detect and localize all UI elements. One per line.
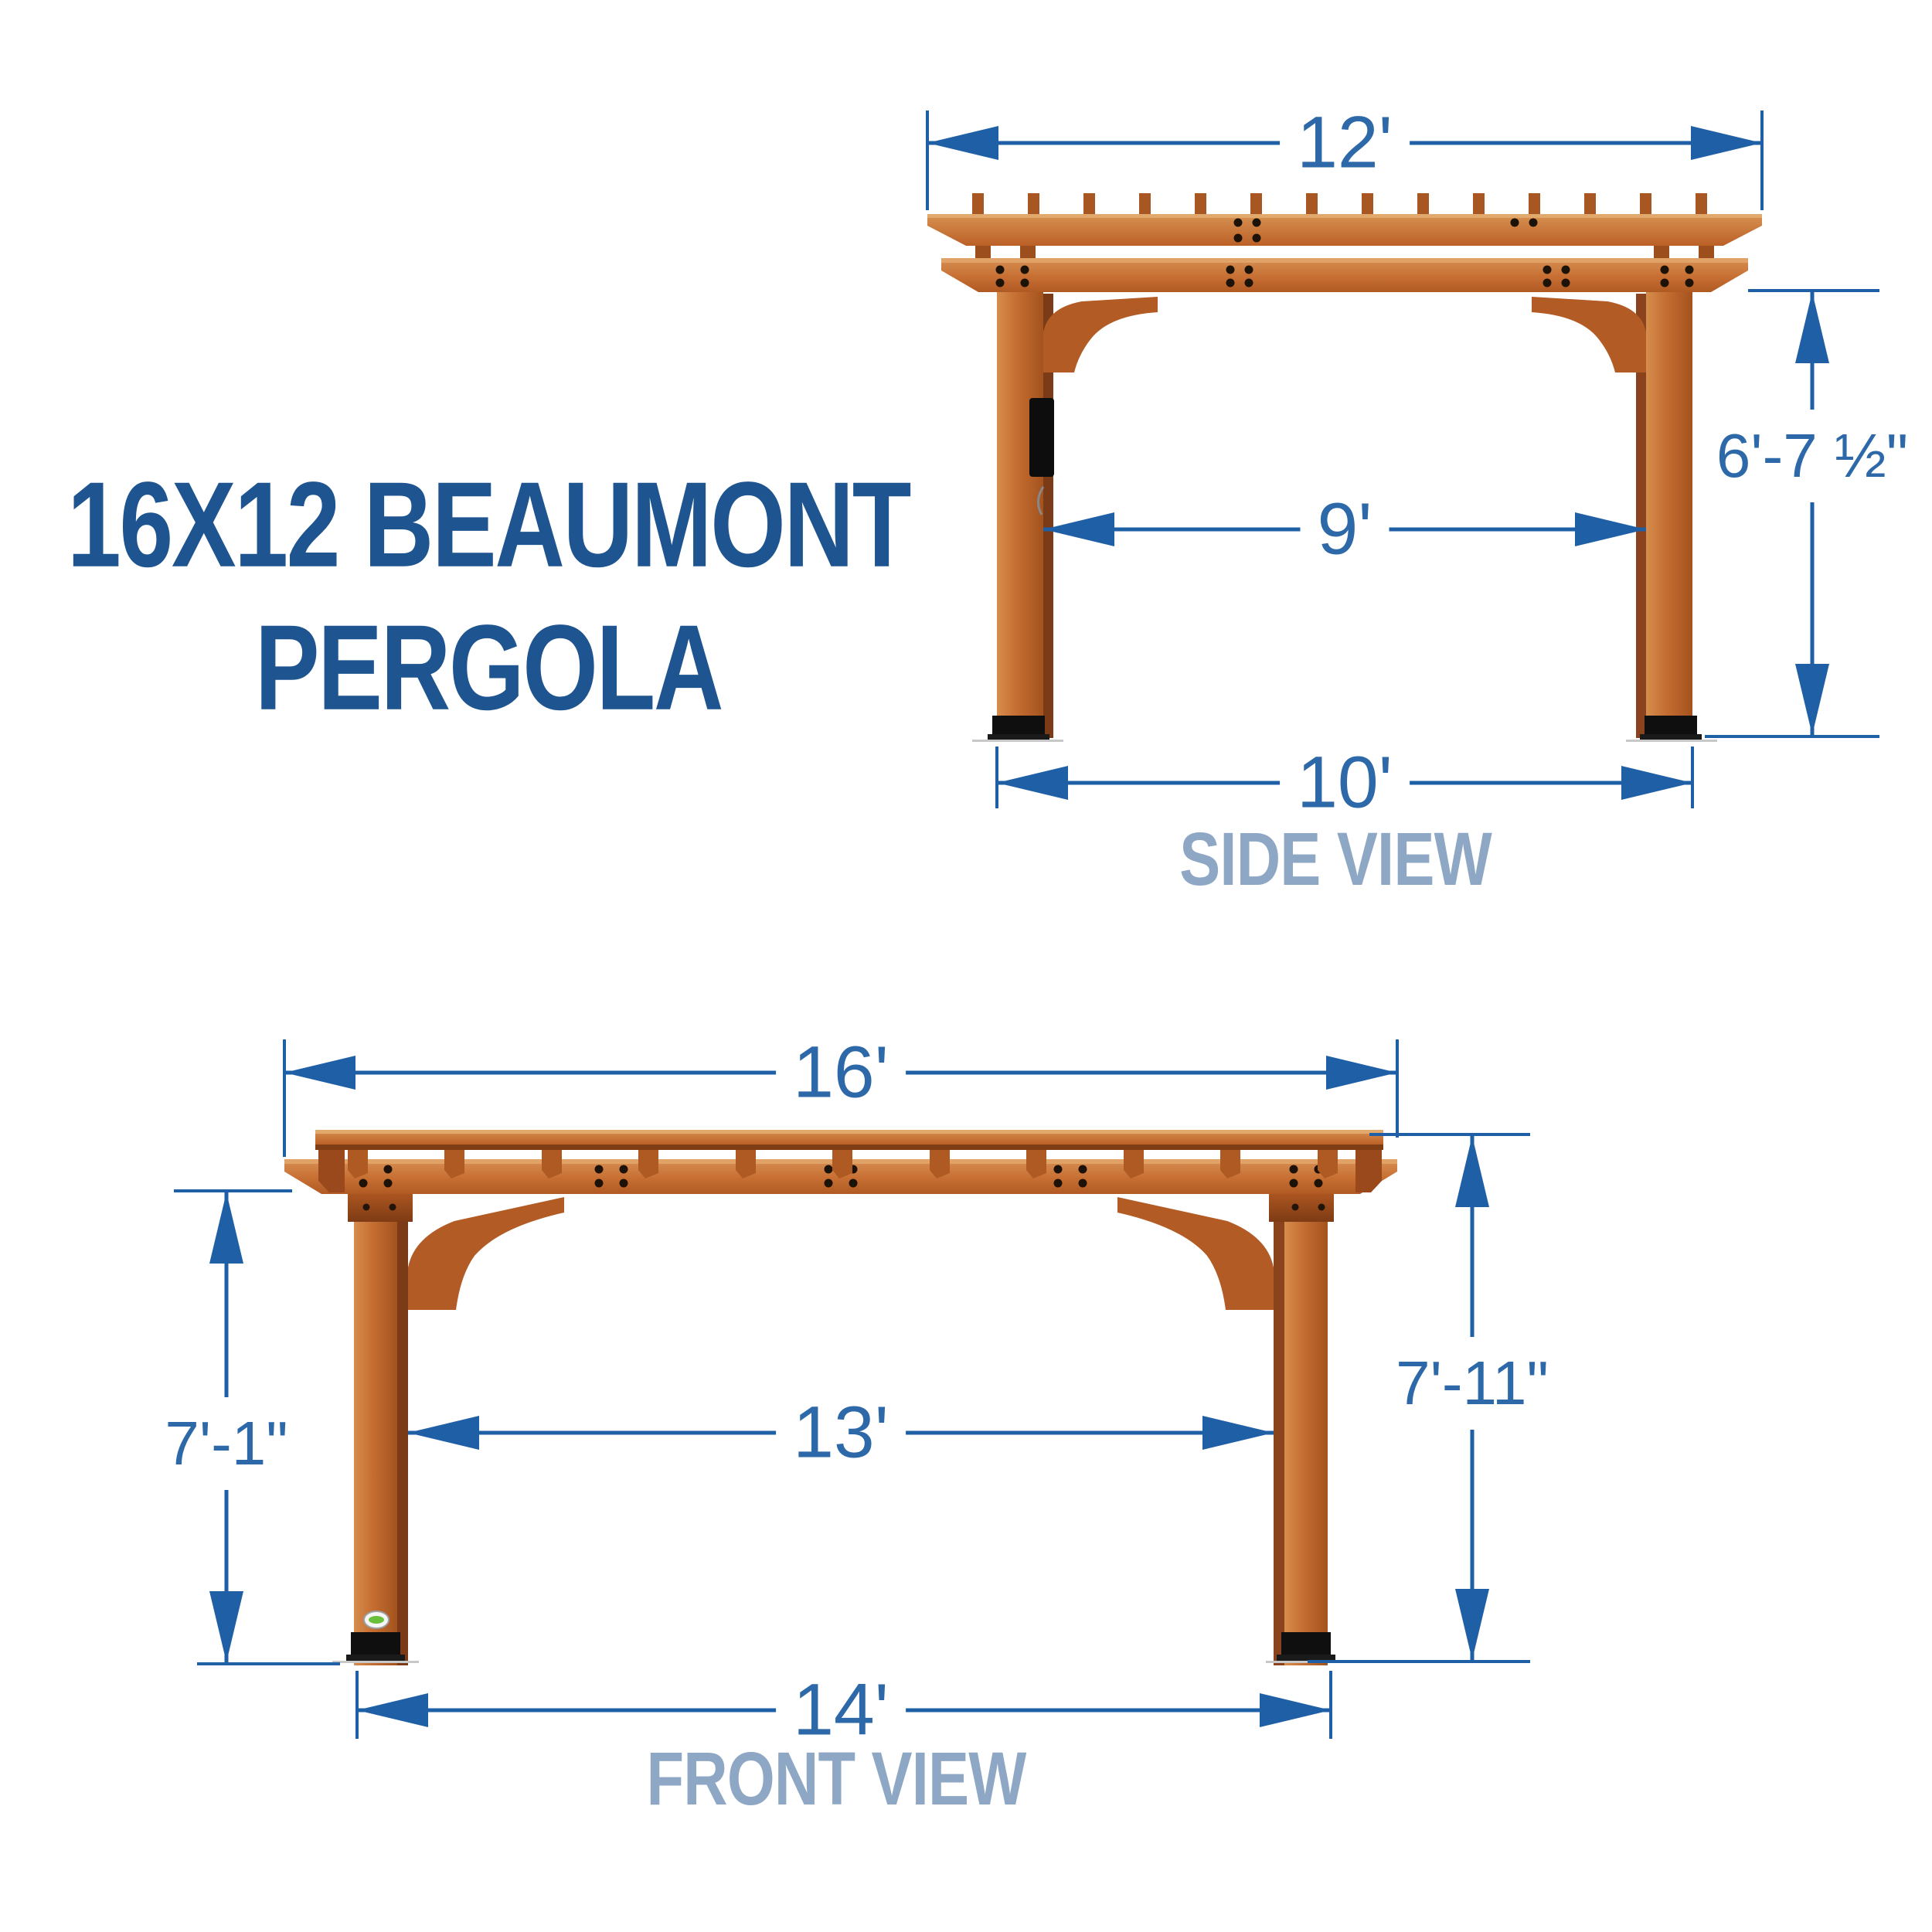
side-view-label: SIDE VIEW — [1179, 817, 1492, 901]
front-dim-base-label: 14' — [776, 1668, 906, 1753]
side-dim-span-label: 9' — [1300, 487, 1389, 572]
side-dim-top-label: 12' — [1280, 100, 1410, 185]
side-dim-height-label: 6'-7 ½" — [1708, 410, 1917, 502]
front-dim-right-height-label: 7'-11" — [1388, 1337, 1556, 1430]
front-view-drawing — [174, 1039, 1530, 1739]
front-end-rafters — [318, 1145, 1382, 1192]
side-view-drawing — [926, 111, 1879, 808]
title-line1: 16X12 BEAUMONT — [66, 457, 912, 593]
brand-badge — [363, 1611, 389, 1629]
front-dim-span-label: 13' — [776, 1390, 906, 1475]
side-purlins — [972, 193, 1707, 216]
side-knee-braces — [1043, 297, 1646, 372]
front-posts — [354, 1202, 1328, 1665]
side-dim-base-label: 10' — [1280, 740, 1410, 825]
electrical-box — [1029, 398, 1054, 515]
side-posts — [997, 278, 1692, 738]
front-beam-end-caps — [348, 1194, 1334, 1222]
front-post-anchors — [332, 1632, 1352, 1663]
front-dim-top-label: 16' — [776, 1030, 906, 1115]
side-dim-height — [1705, 289, 1879, 738]
side-post-anchors — [972, 716, 1717, 742]
front-top-plank — [315, 1130, 1383, 1150]
page-title: 16X12 BEAUMONT PERGOLA — [66, 454, 912, 740]
front-dim-left-height-label: 7'-1" — [157, 1397, 296, 1490]
front-knee-braces — [408, 1197, 1274, 1310]
title-line2: PERGOLA — [254, 600, 724, 736]
side-beam — [941, 258, 1748, 292]
front-view-label: FRONT VIEW — [646, 1736, 1026, 1821]
side-rafter-board — [927, 214, 1762, 246]
